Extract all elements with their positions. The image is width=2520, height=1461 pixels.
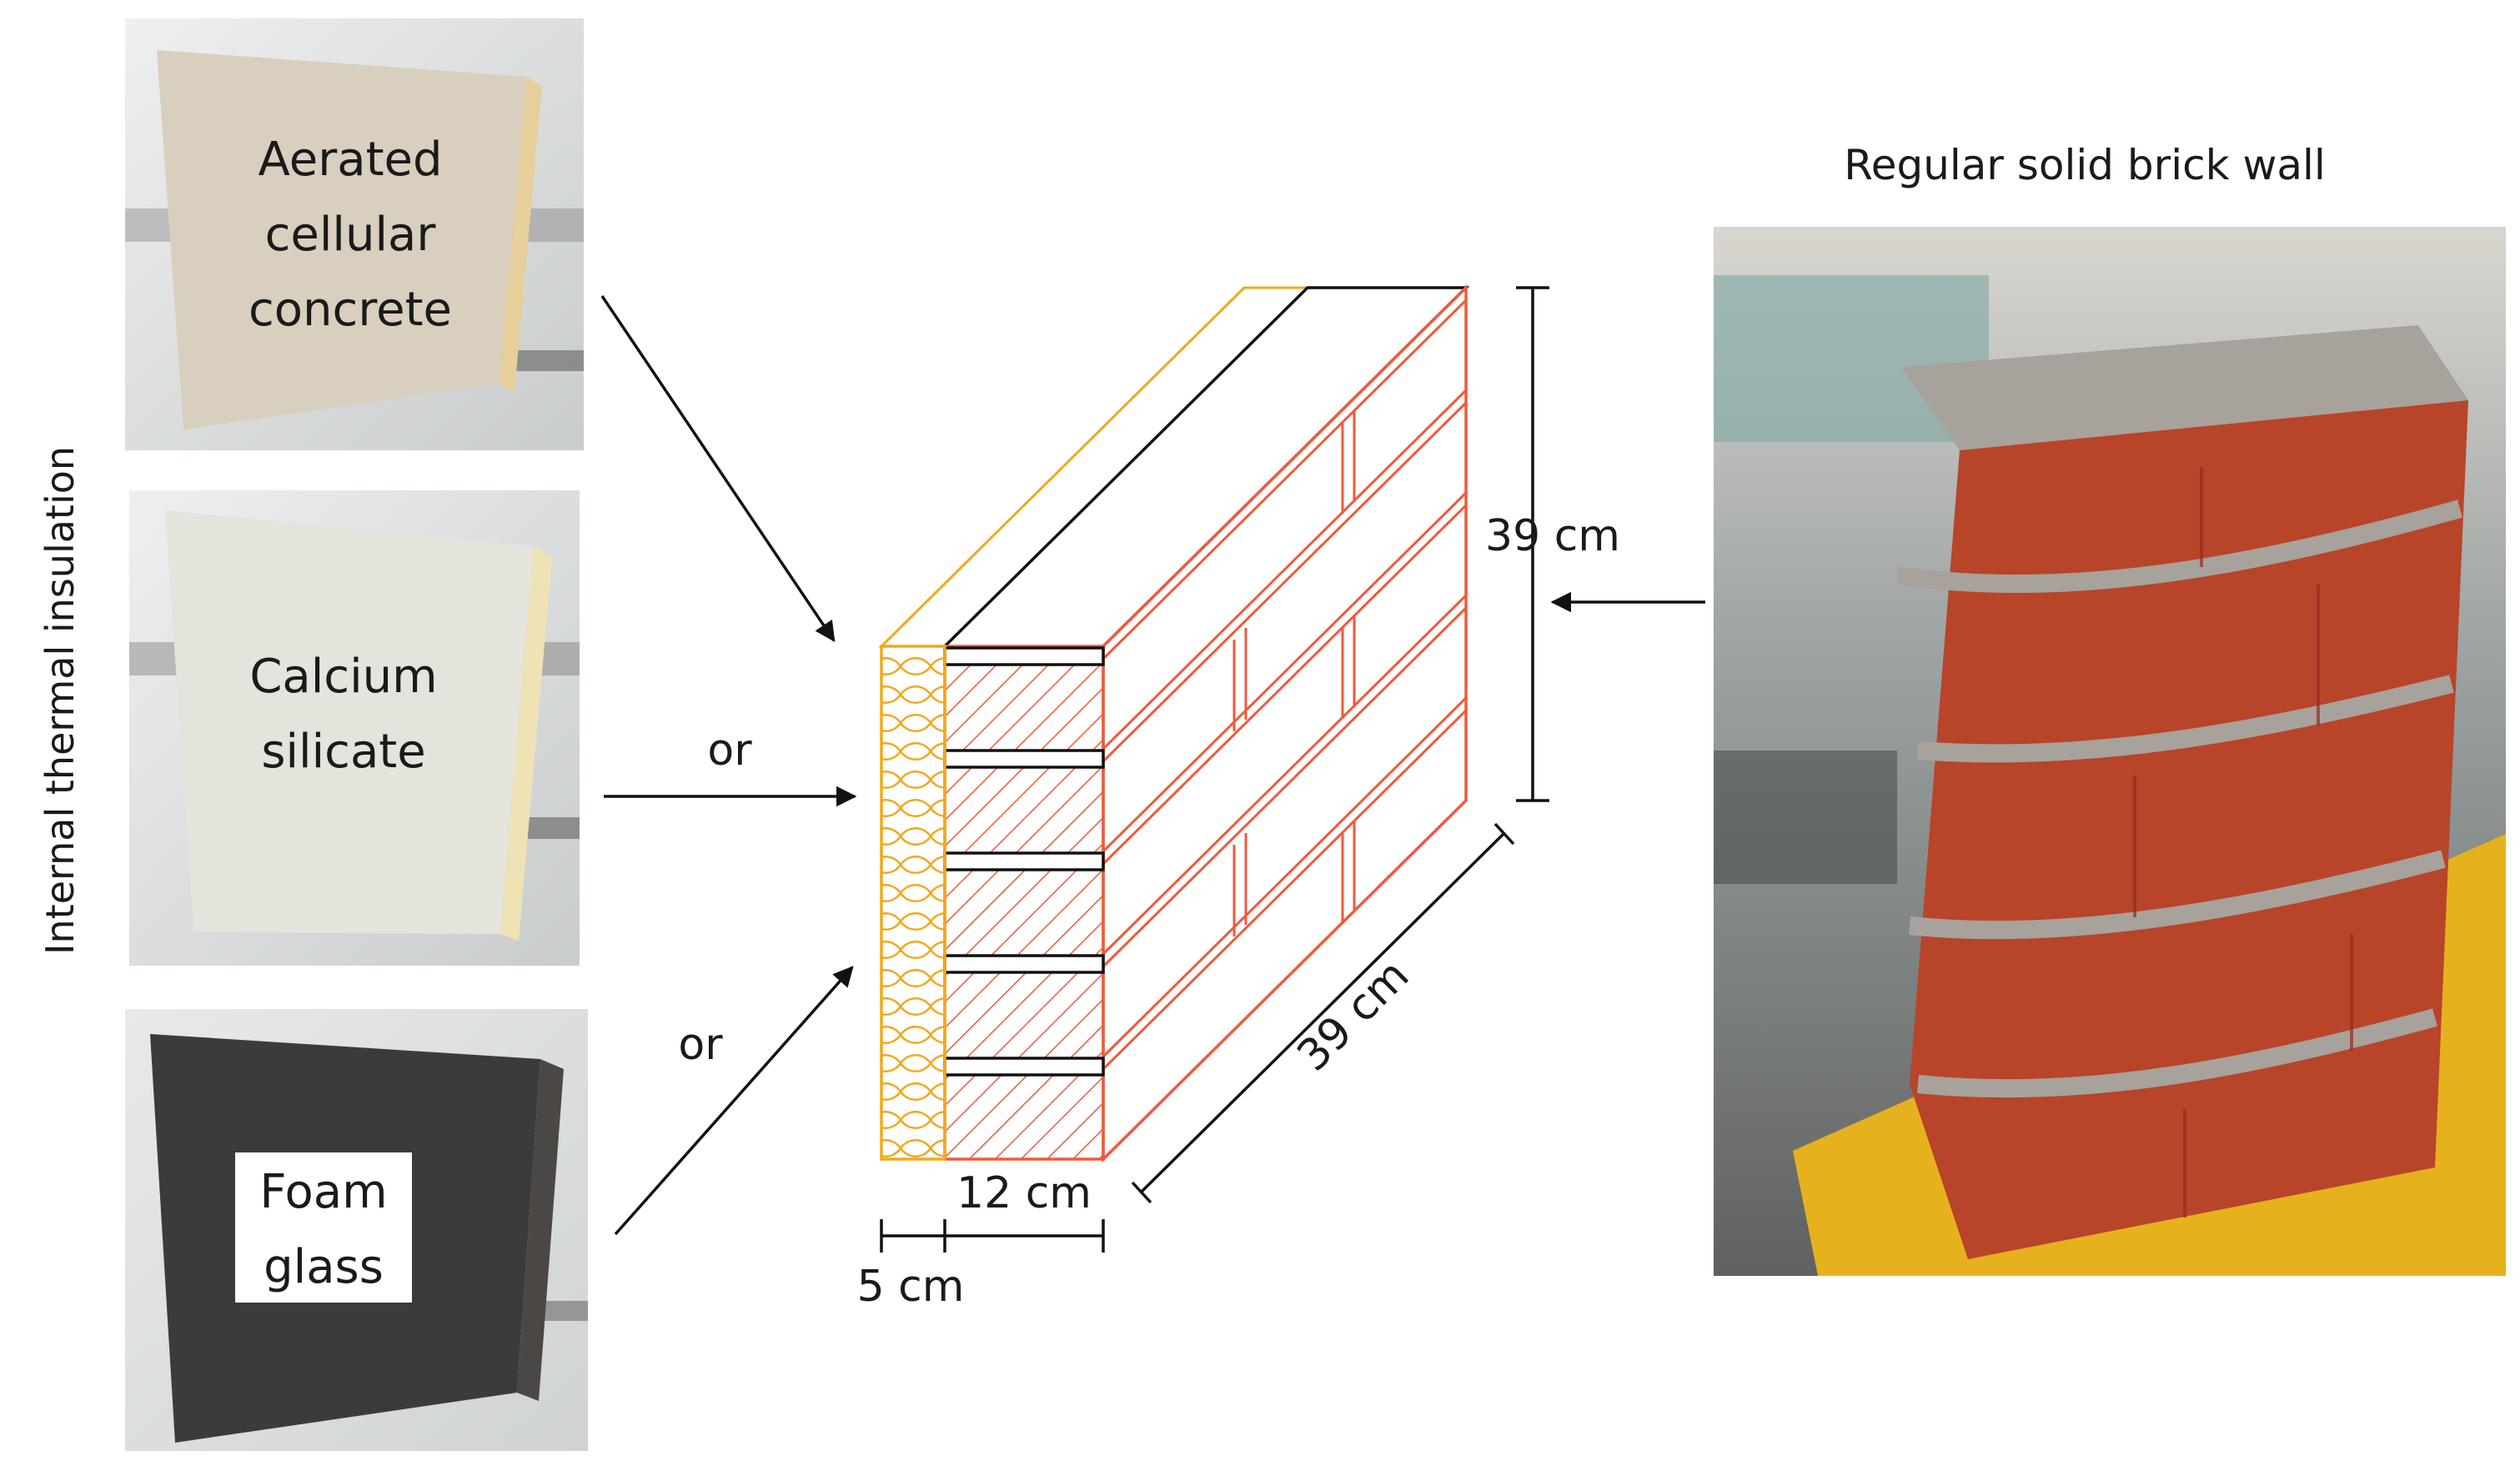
dimension-height (1516, 286, 1549, 802)
dimension-brick-label: 12 cm (956, 1168, 1092, 1218)
insulation-front-face (880, 645, 946, 1161)
sample-label-line: Foam (259, 1165, 387, 1219)
dimension-height-label: 39 cm (1485, 511, 1620, 561)
sample-photo-foam-glass: Foam glass (125, 1009, 588, 1451)
wall-schematic (878, 284, 1470, 1163)
dimension-bottom (880, 1219, 1105, 1253)
sample-label-line: cellular (265, 208, 437, 262)
sample-panel-edge (517, 1059, 564, 1401)
brick-side-courses (1102, 299, 1468, 1071)
dimension-length (1131, 822, 1515, 1204)
wall-photo-title: Regular solid brick wall (1844, 141, 2326, 189)
sample-panel-edge (499, 77, 542, 392)
sample-label-line: Aerated (258, 133, 442, 187)
sample-photo-aerated-concrete: Aerated cellular concrete (125, 18, 584, 450)
arrow-bottom (614, 966, 854, 1236)
arrow-top (600, 295, 836, 643)
sample-label-line: silicate (261, 725, 425, 779)
sample-photo-calcium-silicate: Calcium silicate (129, 490, 580, 966)
sample-label-line: glass (264, 1240, 384, 1294)
dimension-insulation-label: 5 cm (857, 1262, 965, 1312)
brick-front-face (943, 645, 1105, 1161)
sample-panel-edge (500, 546, 552, 941)
or-label-2: or (678, 1020, 723, 1070)
brick-wall-photo (1714, 227, 2506, 1276)
brick-side-face (1102, 284, 1468, 1163)
sample-label-line: concrete (248, 283, 452, 337)
sample-panel-face (165, 510, 534, 934)
dimension-length-label: 39 cm (1288, 951, 1419, 1082)
or-label-1: or (707, 725, 752, 776)
sample-panel-face (157, 50, 527, 429)
sample-label-box (235, 1152, 412, 1303)
sample-label-line: Calcium (249, 650, 437, 704)
side-label: Internal thermal insulation (38, 446, 83, 955)
